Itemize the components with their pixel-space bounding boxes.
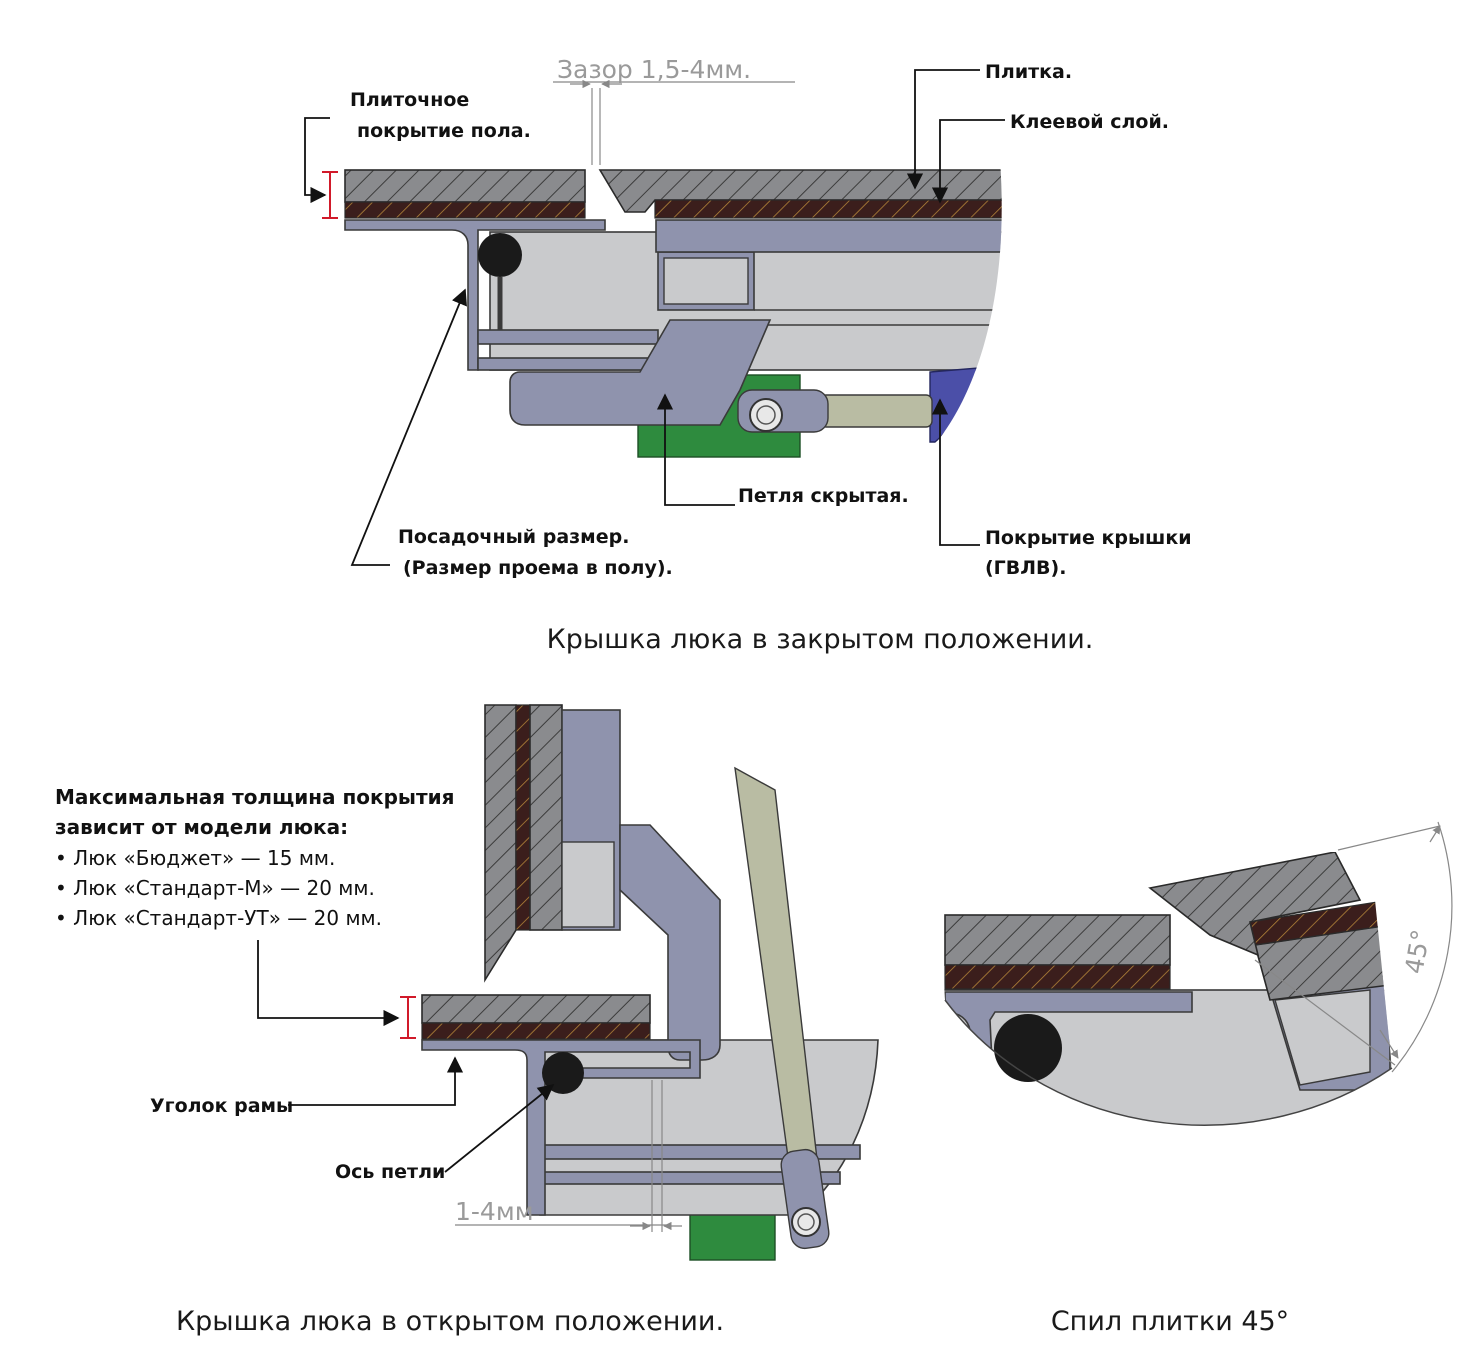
cover-plate: [655, 219, 1002, 253]
angle-label: 45°: [1399, 927, 1435, 976]
floor-tile-open: [421, 994, 651, 1024]
floor-glue-open: [421, 1022, 651, 1040]
closed-caption: Крышка люка в закрытом положении.: [547, 624, 1094, 655]
lid-bolt: [791, 1207, 821, 1237]
model-standard-ut: • Люк «Стандарт-УТ» — 20 мм.: [55, 906, 382, 930]
frame-corner-label: Уголок рамы: [150, 1095, 293, 1117]
cover-label-2: (ГВЛВ).: [985, 557, 1066, 579]
floor-glue: [344, 201, 586, 219]
bevel-view: 45° Спил плитки 45°: [940, 821, 1453, 1337]
floor-tile: [344, 169, 586, 203]
hidden-hinge-label: Петля скрытая.: [738, 485, 909, 507]
gap-dimension-label: Зазор 1,5-4мм.: [557, 55, 751, 84]
bevel-hinge-ball: [994, 1014, 1062, 1082]
bevel-tile: [1148, 852, 1362, 957]
max-thickness-title-1: Максимальная толщина покрытия: [55, 785, 454, 809]
floor-tile-label-2: покрытие пола.: [357, 120, 531, 142]
floor-tile-label-1: Плиточное: [350, 89, 469, 111]
hinge-bolt: [749, 398, 783, 432]
bevel-floor-glue: [944, 964, 1171, 990]
bevel-rail-2: [1040, 1185, 1360, 1197]
model-standard-m: • Люк «Стандарт-М» — 20 мм.: [55, 876, 375, 900]
max-thickness-title-2: зависит от модели люка:: [55, 815, 348, 839]
frame-rail-1: [477, 329, 659, 345]
clearance-label: 1-4мм: [455, 1197, 534, 1226]
rod: [819, 394, 933, 428]
hinge-ball-open: [542, 1052, 584, 1094]
tile-cover-open: [484, 704, 517, 983]
open-caption: Крышка люка в открытом положении.: [176, 1306, 724, 1337]
frame-corner: [344, 219, 606, 371]
hinge-axis-label: Ось петли: [335, 1161, 445, 1183]
bevel-rail-1: [1040, 1160, 1360, 1174]
frame-rail-2: [477, 357, 669, 371]
glue-layer-label: Клеевой слой.: [1010, 111, 1169, 133]
glue-layer-cover: [654, 199, 1002, 219]
glue-open: [515, 704, 531, 931]
cover-panel-open: [539, 1039, 879, 1216]
tile-label: Плитка.: [985, 61, 1072, 83]
cover-cap: [929, 367, 979, 443]
cover-board-open: [529, 704, 563, 931]
seat-size-label-1: Посадочный размер.: [398, 526, 629, 548]
closed-view: Зазор 1,5-4мм. Плиточное покрытие пола. …: [304, 55, 1192, 655]
hinge-lever: [509, 319, 772, 426]
open-view: Максимальная толщина покрытия зависит от…: [55, 704, 879, 1337]
seat-size-label-2: (Размер проема в полу).: [403, 557, 673, 579]
bevel-caption: Спил плитки 45°: [1051, 1306, 1289, 1337]
bevel-floor-tile: [944, 914, 1171, 966]
hinge-ball: [478, 233, 522, 277]
cover-label-1: Покрытие крышки: [985, 527, 1192, 549]
model-budget: • Люк «Бюджет» — 15 мм.: [55, 846, 335, 870]
